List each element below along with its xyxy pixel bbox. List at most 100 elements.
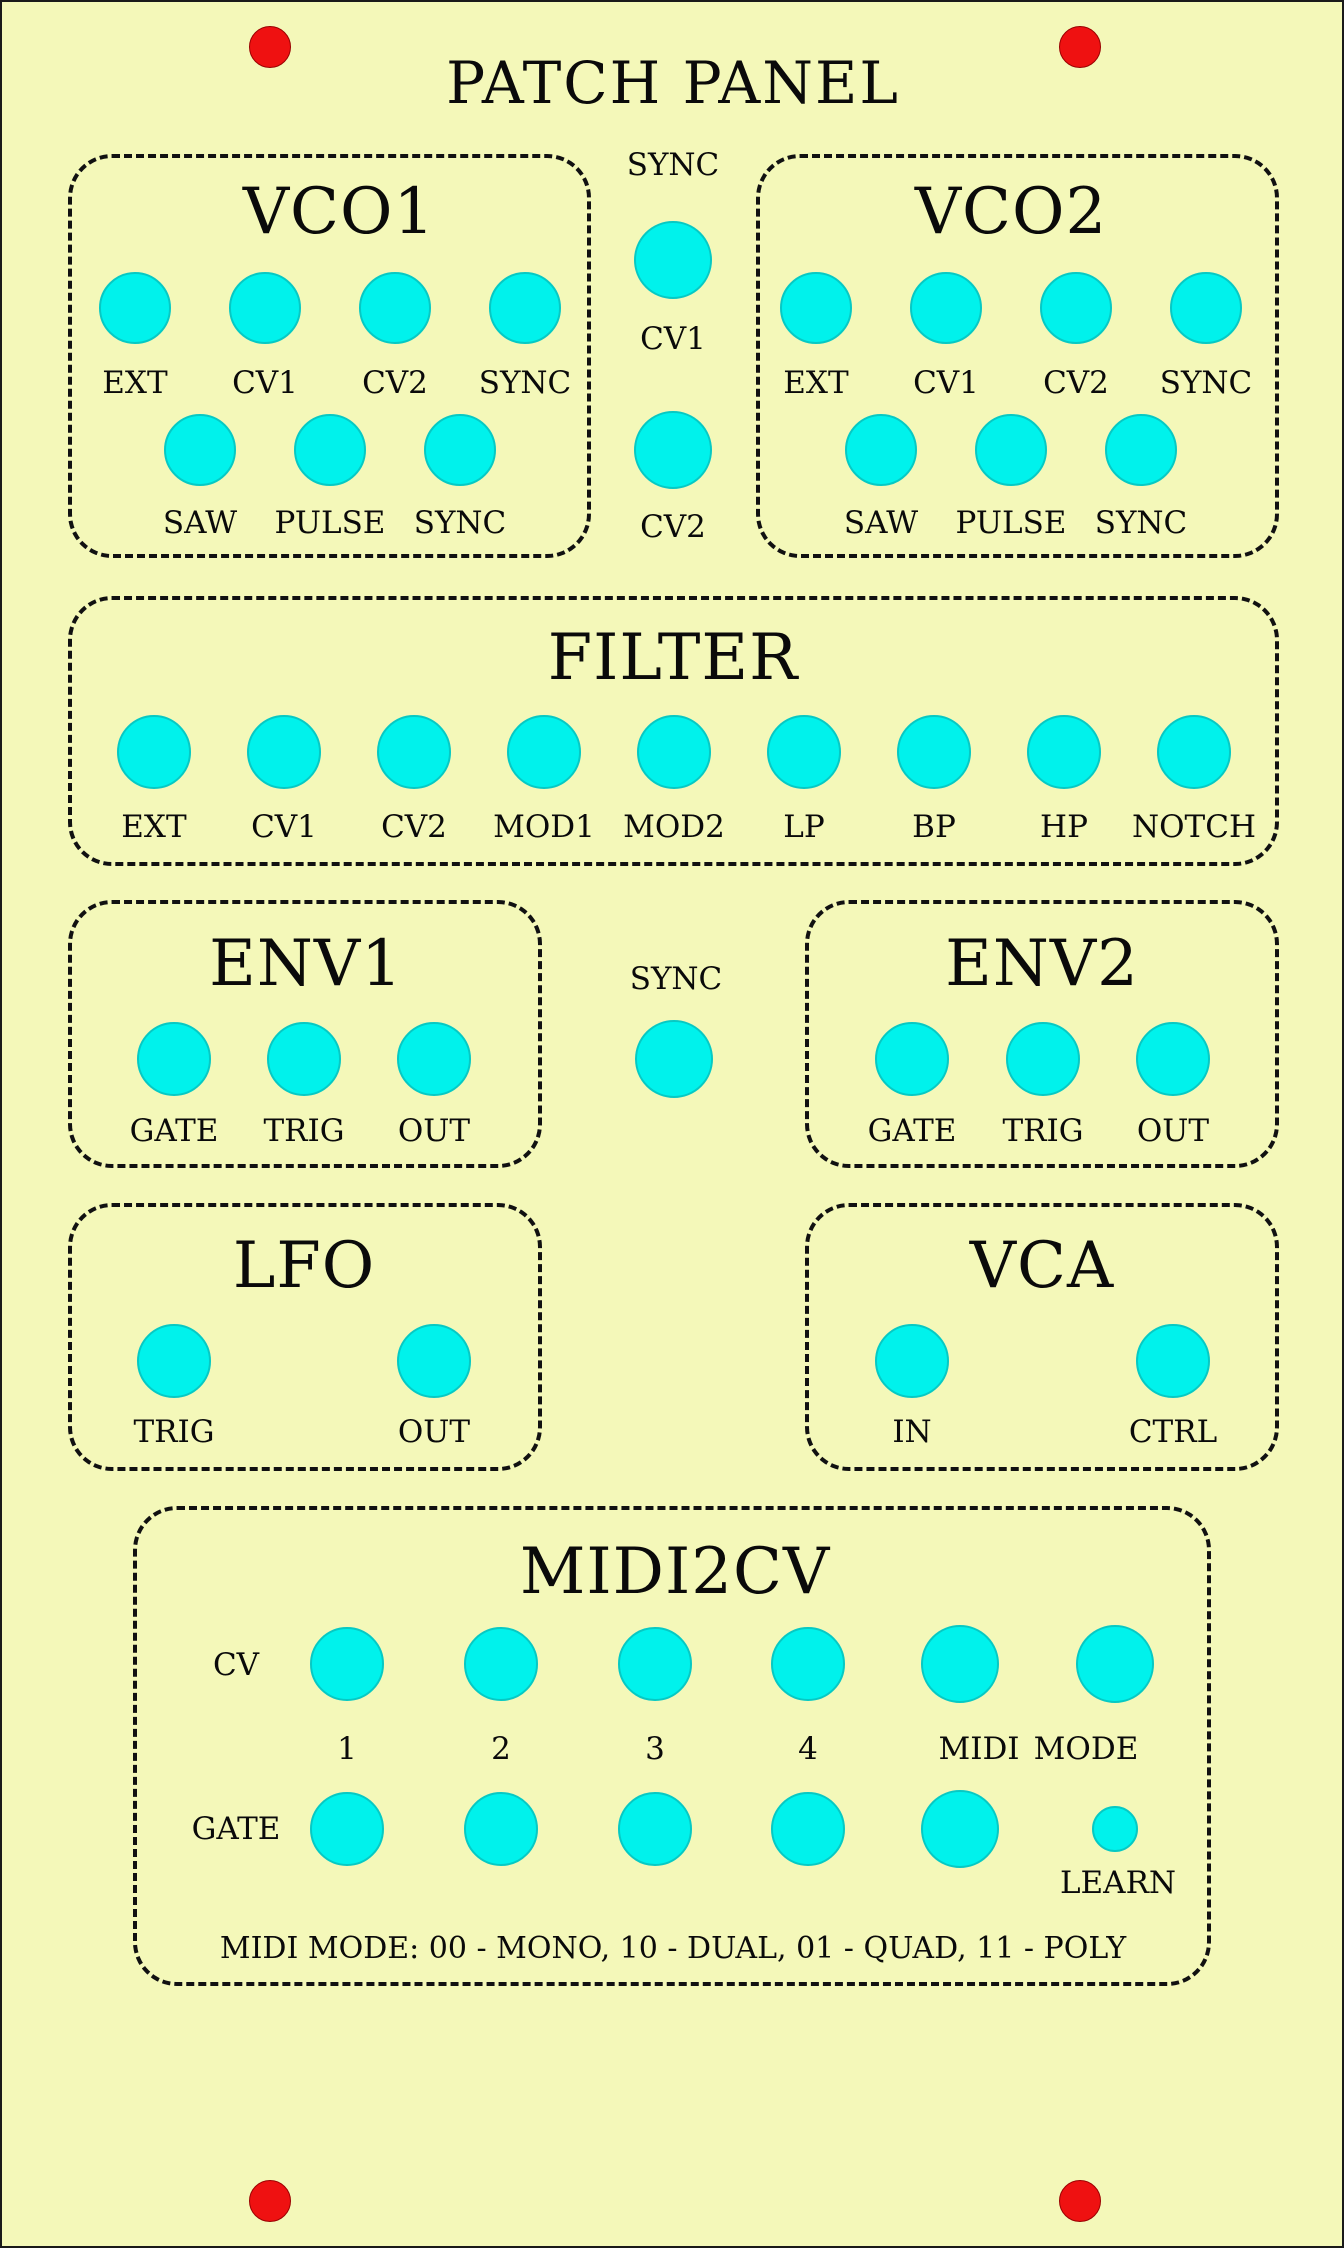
vca-in-jack[interactable] [875,1324,949,1398]
filter-notch-jack[interactable] [1157,715,1231,789]
midi2cv-channel-2-label: 2 [491,1731,511,1767]
vco1-ext-label: EXT [102,365,168,401]
filter-bp-label: BP [912,809,956,845]
filter-cv2-label: CV2 [381,809,447,845]
midi2cv-title: MIDI2CV [519,1535,831,1609]
vca-section [805,1203,1279,1471]
env1-gate-jack[interactable] [137,1022,211,1096]
vco2-sync-out-label: SYNC [1094,505,1188,541]
env2-gate-jack[interactable] [875,1022,949,1096]
filter-ext-jack[interactable] [117,715,191,789]
lfo-section [68,1203,542,1471]
vco2-ext-label: EXT [783,365,849,401]
vco1-pulse-jack[interactable] [294,414,366,486]
vco1-cv2-jack[interactable] [359,272,431,344]
vco1-saw-jack[interactable] [164,414,236,486]
vco2-sync-out-jack[interactable] [1105,414,1177,486]
midi2cv-channel-1-label: 1 [337,1731,357,1767]
lfo-out-jack[interactable] [397,1324,471,1398]
vco-cv1-jack[interactable] [634,411,712,489]
env2-trig-label: TRIG [1002,1113,1084,1149]
vco-sync-label: SYNC [626,147,720,183]
env1-out-label: OUT [397,1113,471,1149]
vco2-pulse-label: PULSE [955,505,1067,541]
midi2cv-cv-label: CV [212,1647,260,1683]
midi2cv-channel-3-label: 3 [645,1731,665,1767]
midi2cv-gate4-jack[interactable] [771,1792,845,1866]
vco1-sync-in-label: SYNC [478,365,572,401]
panel-title: PATCH PANEL [446,49,900,117]
filter-cv1-label: CV1 [251,809,317,845]
vco1-cv1-jack[interactable] [229,272,301,344]
filter-title: FILTER [547,621,799,695]
env2-out-label: OUT [1136,1113,1210,1149]
vco2-saw-label: SAW [843,505,919,541]
vco2-title: VCO2 [914,175,1108,249]
lfo-title: LFO [232,1229,376,1303]
filter-cv2-jack[interactable] [377,715,451,789]
vco-sync-jack[interactable] [634,221,712,299]
vco2-ext-jack[interactable] [780,272,852,344]
vca-ctrl-label: CTRL [1128,1414,1218,1450]
midi2cv-gate3-jack[interactable] [618,1792,692,1866]
vca-title: VCA [969,1229,1115,1303]
env1-title: ENV1 [209,927,403,1001]
env1-gate-label: GATE [129,1113,219,1149]
midi2cv-learn-button[interactable] [1092,1806,1138,1852]
vco1-cv1-label: CV1 [232,365,298,401]
vco1-sync-in-jack[interactable] [489,272,561,344]
vco2-saw-jack[interactable] [845,414,917,486]
env2-trig-jack[interactable] [1006,1022,1080,1096]
vco-cv2-label: CV2 [640,509,706,545]
filter-ext-label: EXT [121,809,187,845]
env1-trig-label: TRIG [263,1113,345,1149]
midi2cv-mode-label: MODE [1033,1731,1139,1767]
midi2cv-cv3-jack[interactable] [618,1627,692,1701]
midi2cv-gate2-jack[interactable] [464,1792,538,1866]
vco2-pulse-jack[interactable] [975,414,1047,486]
filter-lp-label: LP [783,809,825,845]
vco1-pulse-label: PULSE [274,505,386,541]
env-sync-jack[interactable] [635,1020,713,1098]
filter-mod2-jack[interactable] [637,715,711,789]
vca-ctrl-jack[interactable] [1136,1324,1210,1398]
env2-out-jack[interactable] [1136,1022,1210,1096]
filter-bp-jack[interactable] [897,715,971,789]
screw-bottom-left [249,2180,291,2222]
screw-top-left [249,26,291,68]
lfo-trig-label: TRIG [133,1414,215,1450]
vco1-ext-jack[interactable] [99,272,171,344]
midi2cv-midi-jack[interactable] [921,1625,999,1703]
screw-top-right [1059,26,1101,68]
midi2cv-cv4-jack[interactable] [771,1627,845,1701]
vco2-sync-in-jack[interactable] [1170,272,1242,344]
midi2cv-cv2-jack[interactable] [464,1627,538,1701]
vco1-sync-out-label: SYNC [413,505,507,541]
midi2cv-gate-label: GATE [191,1811,281,1847]
vco2-cv2-jack[interactable] [1040,272,1112,344]
env1-section [68,900,542,1168]
midi2cv-gate5-jack[interactable] [921,1790,999,1868]
vco1-sync-out-jack[interactable] [424,414,496,486]
filter-section [68,596,1279,866]
env2-gate-label: GATE [867,1113,957,1149]
vco1-saw-label: SAW [162,505,238,541]
filter-mod1-jack[interactable] [507,715,581,789]
midi2cv-learn-label: LEARN [1059,1865,1177,1901]
vco2-cv1-jack[interactable] [910,272,982,344]
midi2cv-cv1-jack[interactable] [310,1627,384,1701]
filter-lp-jack[interactable] [767,715,841,789]
midi2cv-gate1-jack[interactable] [310,1792,384,1866]
vco2-cv1-label: CV1 [913,365,979,401]
midi2cv-mode-jack[interactable] [1076,1625,1154,1703]
env1-trig-jack[interactable] [267,1022,341,1096]
env1-out-jack[interactable] [397,1022,471,1096]
lfo-trig-jack[interactable] [137,1324,211,1398]
filter-cv1-jack[interactable] [247,715,321,789]
filter-hp-jack[interactable] [1027,715,1101,789]
vco1-cv2-label: CV2 [362,365,428,401]
midi2cv-channel-4-label: 4 [798,1731,818,1767]
screw-bottom-right [1059,2180,1101,2222]
midi2cv-midi-label: MIDI [938,1731,1020,1767]
lfo-out-label: OUT [397,1414,471,1450]
